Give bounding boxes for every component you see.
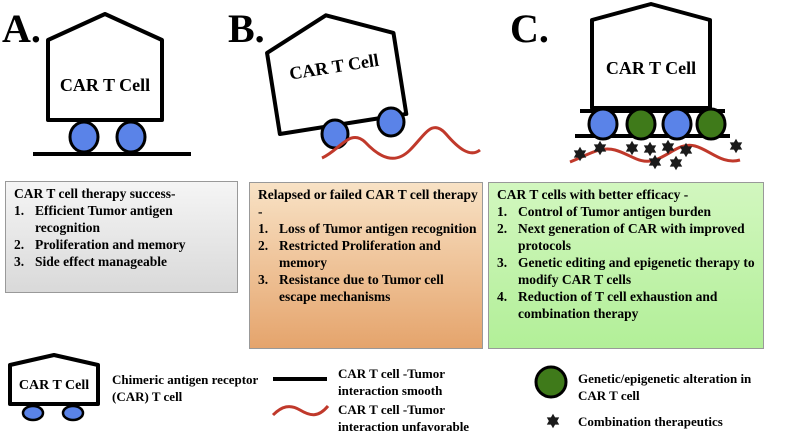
item-text: Proliferation and memory (35, 237, 186, 252)
box-b-relapsed: Relapsed or failed CAR T cell therapy - … (249, 182, 483, 349)
item-text: Genetic editing and epigenetic therapy t… (518, 255, 755, 287)
item-text: Efficient Tumor antigen recognition (35, 203, 173, 235)
list-item: 2. Proliferation and memory (14, 236, 237, 253)
list-item: 2. Restricted Proliferation and memory (258, 237, 482, 271)
list-item: 1. Control of Tumor antigen burden (497, 203, 763, 220)
panel-c-cart: CAR T Cell (569, 2, 743, 171)
legend-green-wheel (534, 365, 568, 399)
legend-cell-label: CAR T Cell (19, 378, 89, 393)
item-text: Reduction of T cell exhaustion and combi… (518, 289, 718, 321)
list-item: 3. Resistance due to Tumor cell escape me… (258, 271, 482, 305)
legend-wheel-right (61, 404, 85, 422)
legend-smooth-text: CAR T cell -Tumor interaction smooth (338, 366, 445, 398)
box-a-title: CAR T cell therapy success- (14, 186, 176, 201)
list-item: 1. Loss of Tumor antigen recognition (258, 220, 482, 237)
item-number: 3. (258, 272, 269, 287)
item-text: Side effect manageable (35, 254, 167, 269)
legend-unfavorable-text: CAR T cell -Tumor interaction unfavorabl… (338, 402, 470, 434)
panel-b-letter: B. (228, 6, 265, 51)
legend-combination-text: Combination therapeutics (578, 414, 723, 429)
list-item: 4. Reduction of T cell exhaustion and com… (497, 288, 763, 322)
legend-cell-body (8, 353, 100, 406)
item-number: 2. (497, 221, 508, 236)
panel-a-cell-label: CAR T Cell (60, 75, 150, 95)
legend-genetic-text: Genetic/epigenetic alteration in CAR T c… (578, 371, 752, 403)
item-text: Control of Tumor antigen burden (518, 204, 712, 219)
legend-car-cell-text: Chimeric antigen receptor (CAR) T cell (112, 372, 259, 404)
box-a-list: 1. Efficient Tumor antigen recognition 2.… (6, 202, 237, 270)
panel-a-wheel-right (115, 120, 147, 154)
star-icon (643, 141, 657, 157)
box-c-better-efficacy: CAR T cells with better efficacy - 1. Con… (488, 182, 764, 349)
item-number: 3. (14, 254, 25, 269)
item-text: Resistance due to Tumor cell escape mech… (279, 272, 444, 304)
panel-c-cell-label: CAR T Cell (606, 58, 696, 78)
panel-c-wheel-green-2 (695, 107, 727, 141)
panel-a-wheel-left (68, 120, 100, 154)
item-number: 3. (497, 255, 508, 270)
legend-car-cell-icon: CAR T Cell (8, 353, 100, 422)
panel-b-cart: CAR T Cell (265, 13, 481, 160)
box-a-success: CAR T cell therapy success- 1. Efficient … (5, 181, 238, 293)
item-text: Next generation of CAR with improved pro… (518, 221, 745, 253)
item-text: Loss of Tumor antigen recognition (279, 221, 477, 236)
star-icon (729, 138, 743, 154)
panel-c-letter: C. (510, 6, 549, 51)
item-text: Restricted Proliferation and memory (279, 238, 441, 270)
box-c-title: CAR T cells with better efficacy - (497, 187, 689, 202)
box-c-list: 1. Control of Tumor antigen burden 2. Next… (489, 203, 763, 322)
star-icon (669, 155, 683, 171)
item-number: 1. (258, 221, 269, 236)
list-item: 3. Side effect manageable (14, 253, 237, 270)
item-number: 1. (14, 203, 25, 218)
legend-star-icon (546, 413, 560, 429)
panel-c-wheel-blue-1 (587, 107, 619, 141)
panel-c-wheel-blue-2 (661, 107, 693, 141)
panel-a-cell-body (46, 12, 164, 122)
list-item: 1. Efficient Tumor antigen recognition (14, 202, 237, 236)
star-icon (625, 140, 639, 156)
panel-b-wavy-line (321, 126, 481, 160)
panel-c-combination-stars (573, 138, 743, 171)
panel-a-letter: A. (2, 6, 41, 51)
panel-c-cell-body (590, 2, 712, 110)
legend-wavy-line (271, 405, 330, 417)
box-b-list: 1. Loss of Tumor antigen recognition 2. Re… (250, 220, 482, 305)
panel-c-wheel-green-1 (625, 107, 657, 141)
panel-a-cart: CAR T Cell (33, 12, 191, 156)
item-number: 4. (497, 289, 508, 304)
panel-b-wheel-right (376, 106, 406, 138)
item-number: 2. (258, 238, 269, 253)
legend-wheel-left (21, 404, 45, 422)
box-b-title: Relapsed or failed CAR T cell therapy - (258, 187, 478, 219)
list-item: 3. Genetic editing and epigenetic therapy… (497, 254, 763, 288)
item-number: 2. (14, 237, 25, 252)
list-item: 2. Next generation of CAR with improved p… (497, 220, 763, 254)
item-number: 1. (497, 204, 508, 219)
